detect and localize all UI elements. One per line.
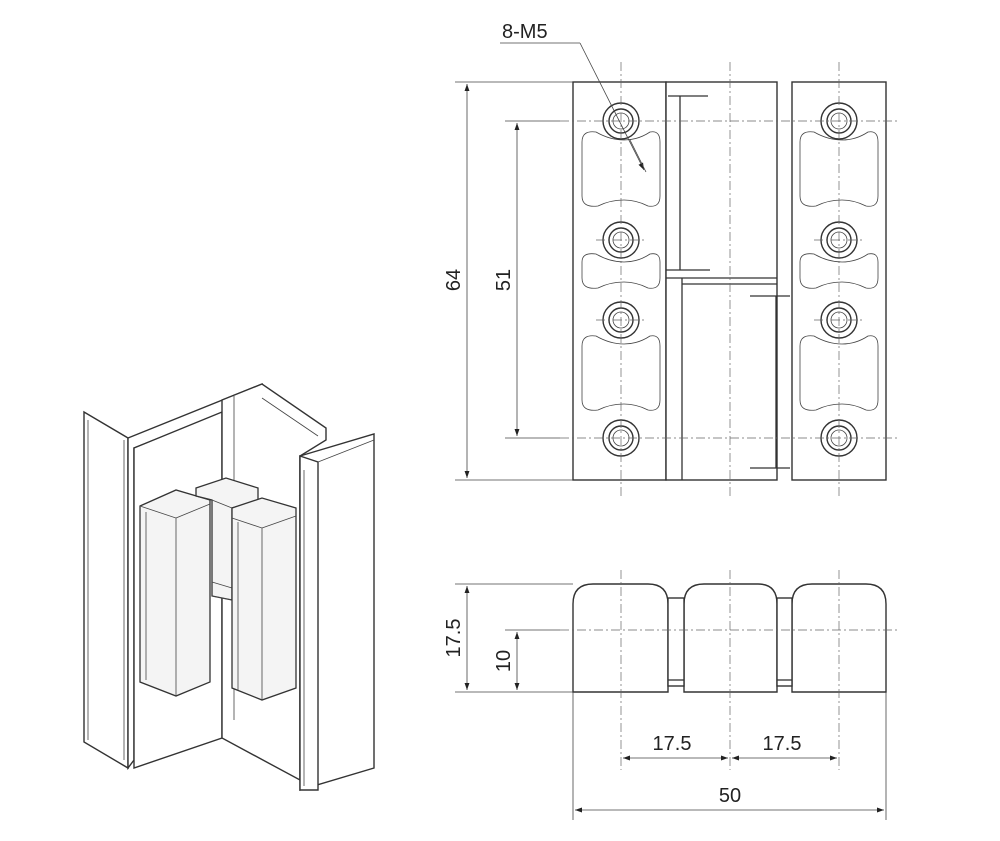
pin-height-label: 10 <box>493 650 515 672</box>
overall-height-label: 64 <box>443 269 465 291</box>
hole-callout-label: 8-M5 <box>502 21 548 43</box>
side-view-dimensions <box>455 583 887 820</box>
side-view <box>560 570 900 770</box>
spacing-right-label: 17.5 <box>763 733 802 755</box>
isometric-view <box>83 382 375 791</box>
overall-width-label: 50 <box>719 785 741 807</box>
spacing-left-label: 17.5 <box>653 733 692 755</box>
hole-pitch-label: 51 <box>493 269 515 291</box>
front-view <box>500 42 900 498</box>
front-view-dimensions <box>455 81 573 481</box>
side-height-label: 17.5 <box>443 619 465 658</box>
